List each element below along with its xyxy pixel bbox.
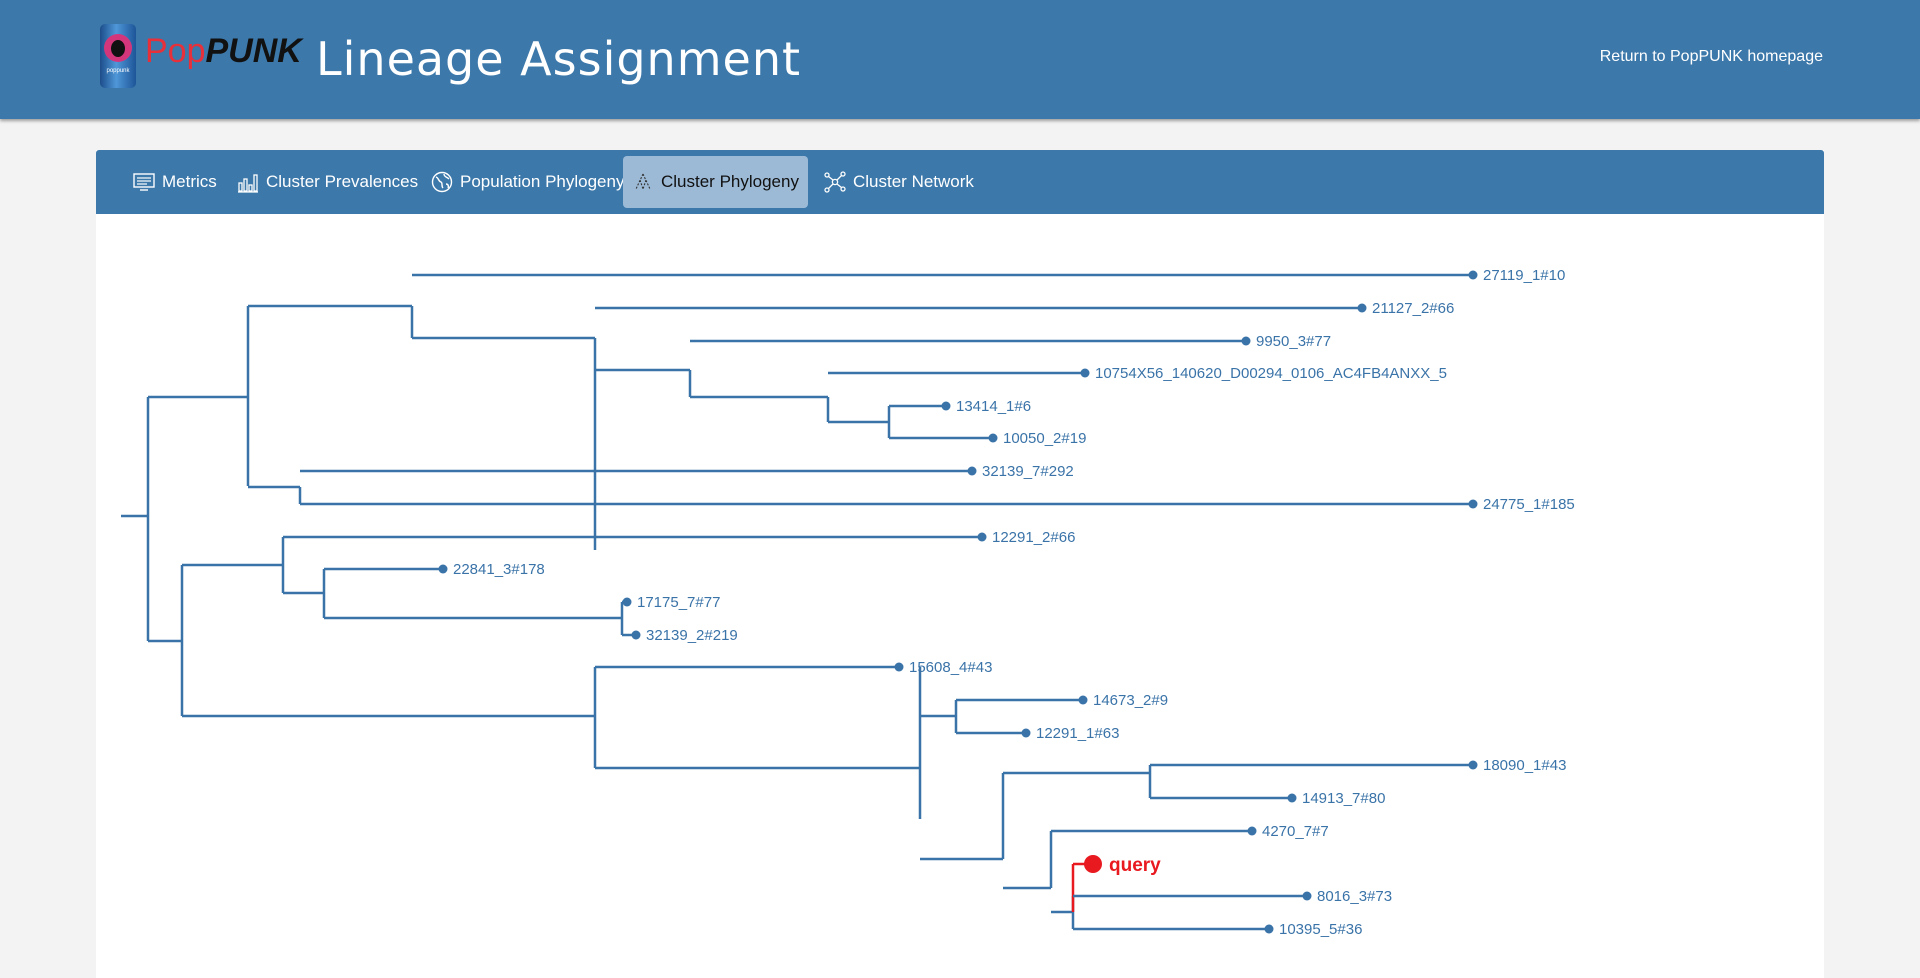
tab-population-phylogeny[interactable]: Population Phylogeny xyxy=(422,156,632,208)
tree-leaf-node xyxy=(1468,270,1478,280)
poppunk-logo[interactable]: poppunk PopPUNK xyxy=(100,22,302,90)
logo-wordmark: PopPUNK xyxy=(145,32,302,70)
tree-leaf-label: 32139_2#219 xyxy=(646,627,738,644)
tab-label: Cluster Phylogeny xyxy=(661,172,799,191)
tree-leaf-node xyxy=(1357,303,1367,313)
globe-icon xyxy=(431,171,453,193)
top-header: poppunk PopPUNK Lineage Assignment Retur… xyxy=(0,0,1920,119)
return-home-link[interactable]: Return to PopPUNK homepage xyxy=(1599,48,1823,65)
tree-leaf-node xyxy=(1468,760,1478,770)
tree-leaf-node xyxy=(988,433,998,443)
query-node xyxy=(1084,855,1102,873)
tree-leaf-label: 15608_4#43 xyxy=(909,659,992,676)
tree-leaf-node xyxy=(1241,336,1251,346)
tree-leaf-label: 10754X56_140620_D00294_0106_AC4FB4ANXX_5 xyxy=(1095,365,1447,382)
tree-leaf-label: 27119_1#10 xyxy=(1483,267,1565,284)
tab-label: Cluster Prevalences xyxy=(266,172,419,191)
tree-leaf-node xyxy=(1468,499,1478,509)
tree-leaf-label: 14673_2#9 xyxy=(1093,692,1168,709)
tree-leaf-label: 9950_3#77 xyxy=(1256,333,1331,350)
tree-leaf-label: 12291_2#66 xyxy=(992,529,1075,546)
tab-label: Cluster Network xyxy=(853,172,974,191)
tab-label: Metrics xyxy=(162,172,217,191)
bar-chart-icon xyxy=(238,174,258,193)
tree-leaf-node xyxy=(1078,695,1088,705)
tab-cluster-prevalences[interactable]: Cluster Prevalences xyxy=(228,156,426,208)
tree-leaf-node xyxy=(977,532,987,542)
tab-bar: Metrics Cluster Prevalences Population P… xyxy=(96,150,1824,214)
cluster-phylogeny-tree: 27119_1#10 21127_2#66 9950_3#77 10754X56_14… xyxy=(96,214,1824,978)
tree-leaf-node xyxy=(967,466,977,476)
main-panel: Metrics Cluster Prevalences Population P… xyxy=(96,150,1824,978)
tab-cluster-network[interactable]: Cluster Network xyxy=(815,156,982,208)
tree-leaf-node xyxy=(894,662,904,672)
tree-leaf-node xyxy=(1247,826,1257,836)
tree-leaf-label: 10050_2#19 xyxy=(1003,430,1086,447)
tree-leaf-node xyxy=(631,630,641,640)
tree-leaf-label: 12291_1#63 xyxy=(1036,725,1119,742)
tree-leaf-label: 14913_7#80 xyxy=(1302,790,1385,807)
page-title: Lineage Assignment xyxy=(316,32,802,86)
tree-leaf-label: 24775_1#185 xyxy=(1483,496,1575,513)
tree-leaf-node xyxy=(1302,891,1312,901)
query-label: query xyxy=(1109,855,1161,876)
tree-icon xyxy=(635,173,651,190)
tree-leaf-node xyxy=(941,401,951,411)
tree-leaf-label: 4270_7#7 xyxy=(1262,823,1329,840)
tree-leaf-node xyxy=(622,597,632,607)
poppunk-can-icon: poppunk xyxy=(100,24,136,88)
tree-leaf-node xyxy=(1287,793,1297,803)
tree-leaf-label: 13414_1#6 xyxy=(956,398,1031,415)
tree-leaf-node xyxy=(1080,368,1090,378)
tab-metrics[interactable]: Metrics xyxy=(124,156,225,208)
tree-leaf-label: 17175_7#77 xyxy=(637,594,720,611)
tab-cluster-phylogeny[interactable]: Cluster Phylogeny xyxy=(623,156,808,208)
tab-label: Population Phylogeny xyxy=(460,172,625,191)
tree-leaf-label: 22841_3#178 xyxy=(453,561,545,578)
tree-leaf-label: 21127_2#66 xyxy=(1372,300,1454,317)
tree-leaf-node xyxy=(438,564,448,574)
tree-leaf-label: 8016_3#73 xyxy=(1317,888,1392,905)
tree-leaf-label: 10395_5#36 xyxy=(1279,921,1362,938)
monitor-icon xyxy=(133,173,155,191)
tree-leaf-label: 32139_7#292 xyxy=(982,463,1074,480)
tree-leaf-node xyxy=(1264,924,1274,934)
tree-leaf-label: 18090_1#43 xyxy=(1483,757,1566,774)
phylogeny-svg: 27119_1#10 21127_2#66 9950_3#77 10754X56_14… xyxy=(121,267,1575,938)
tree-leaf-node xyxy=(1021,728,1031,738)
network-icon xyxy=(824,171,846,193)
